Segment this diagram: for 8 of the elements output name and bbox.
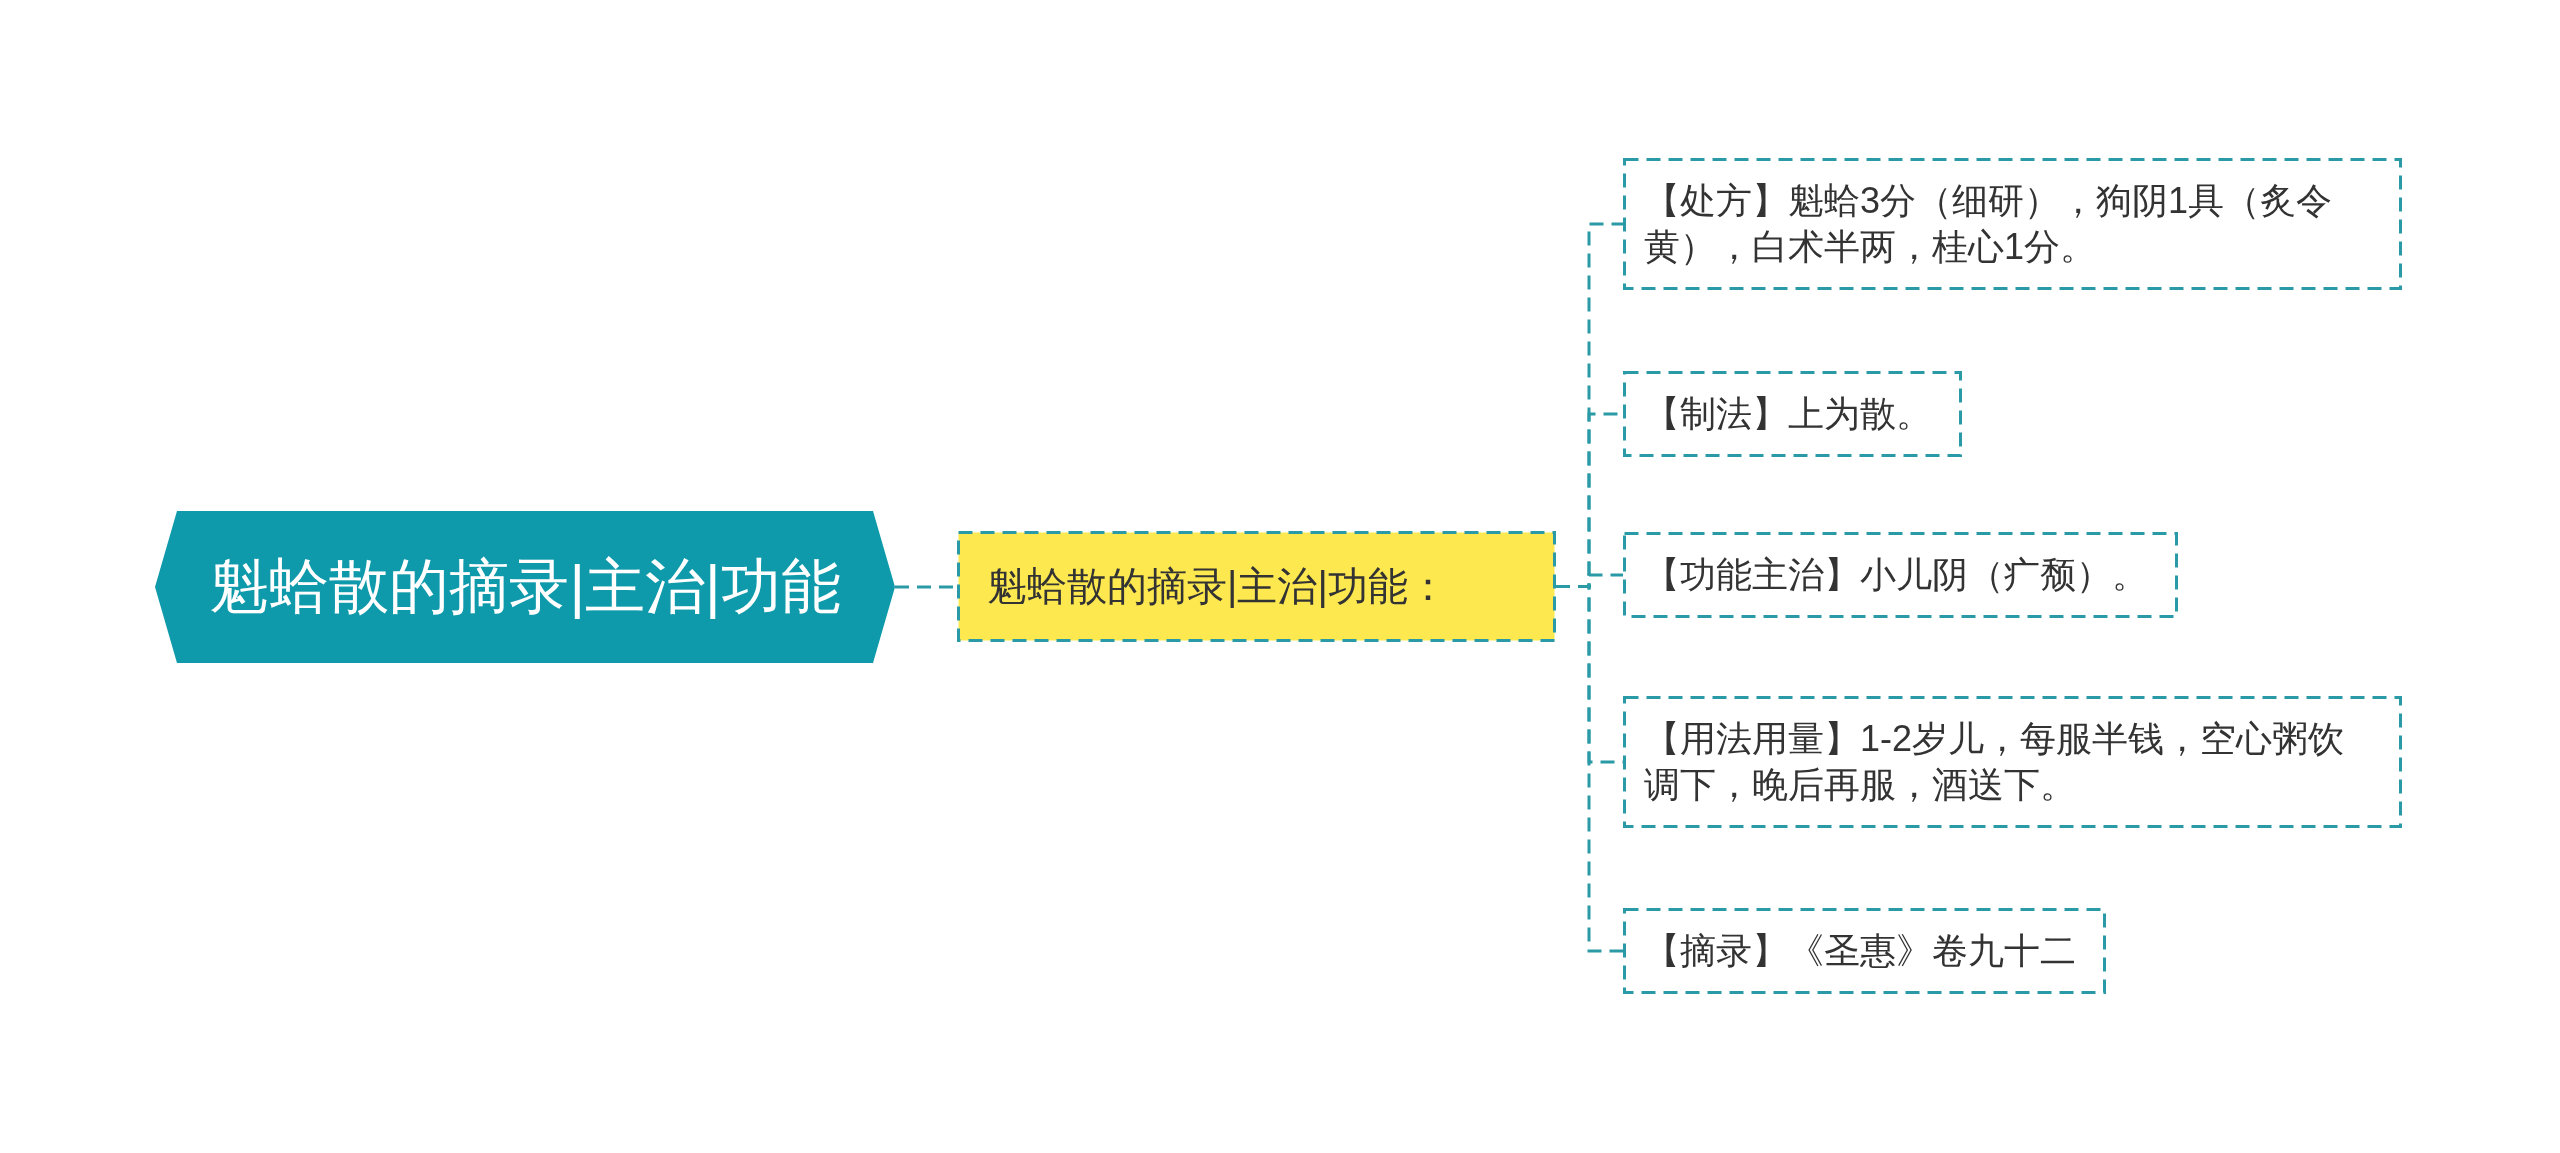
connector-line [1556,585,1623,953]
note-box: 【制法】上为散。 [1623,371,1962,457]
note-box: 【用法用量】1-2岁儿，每服半钱，空心粥饮调下，晚后再服，酒送下。 [1623,696,2402,828]
topic-box: 魁蛤散的摘录|主治|功能： [957,531,1556,642]
topic-hexagon: 魁蛤散的摘录|主治|功能 [155,511,895,663]
note-box: 【摘录】《圣惠》卷九十二 [1623,908,2106,994]
note-box: 【处方】魁蛤3分（细研），狗阴1具（炙令黄），白术半两，桂心1分。 [1623,158,2402,290]
note-box: 【功能主治】小儿阴（疒颓）。 [1623,532,2178,618]
